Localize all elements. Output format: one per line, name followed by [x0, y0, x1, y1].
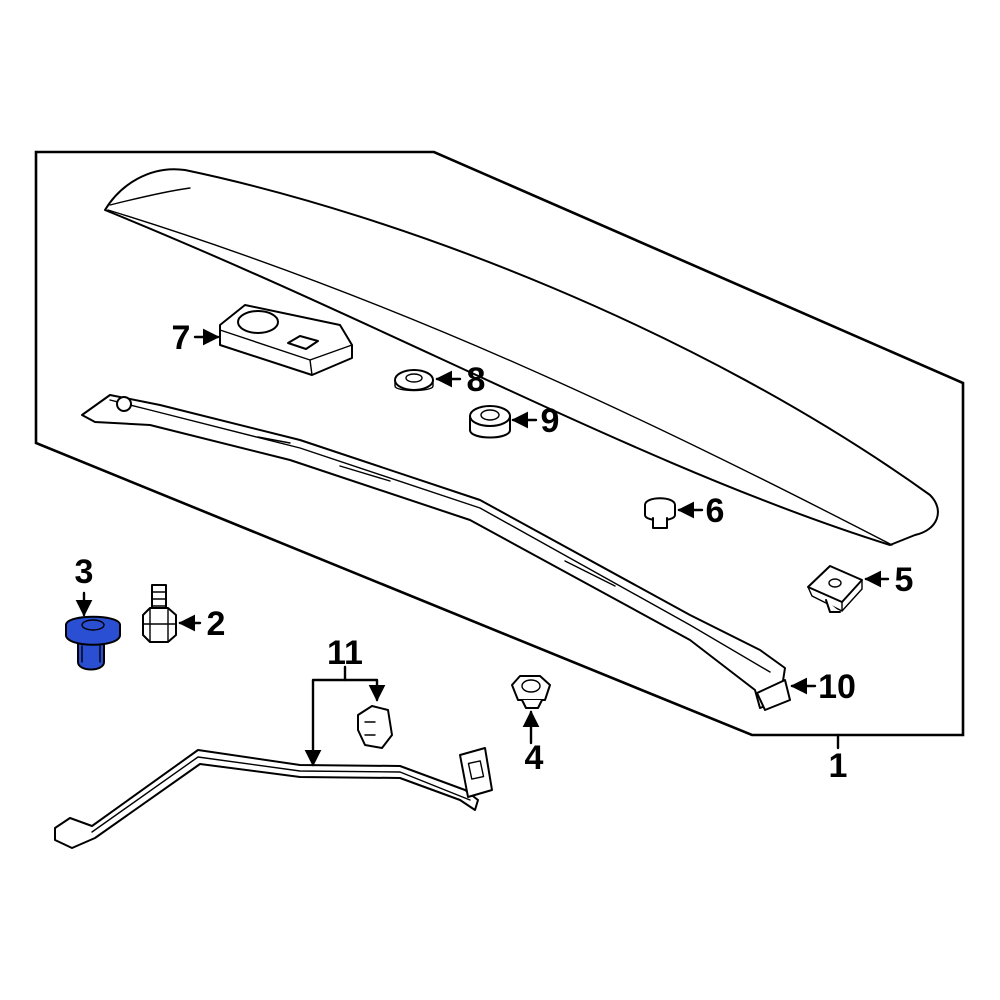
assembly-frame	[34, 150, 965, 737]
callout-7: 7	[172, 319, 191, 357]
seal-strip	[81, 394, 791, 711]
callout-9: 9	[541, 402, 560, 440]
callout-2: 2	[207, 605, 226, 643]
callout-1: 1	[829, 747, 848, 785]
stud-part-2	[142, 584, 177, 643]
pad-part-7	[219, 304, 353, 376]
bushing-part-9	[469, 405, 511, 439]
callout-3: 3	[75, 553, 94, 591]
wire-harness-part-11	[54, 705, 493, 849]
fastener-part-6	[644, 497, 676, 529]
callout-6: 6	[706, 492, 725, 530]
clip-part-5	[807, 565, 863, 613]
callout-11: 11	[327, 634, 363, 672]
callout-8: 8	[467, 361, 486, 399]
callout-4: 4	[525, 739, 544, 777]
grommet-part-3-highlighted[interactable]	[65, 615, 121, 671]
callout-10: 10	[818, 668, 856, 706]
spoiler-body	[104, 168, 939, 546]
washer-part-8	[394, 369, 434, 392]
callout-5: 5	[895, 561, 914, 599]
clip-nut-part-4	[511, 675, 551, 709]
leader-lines	[75, 328, 890, 767]
